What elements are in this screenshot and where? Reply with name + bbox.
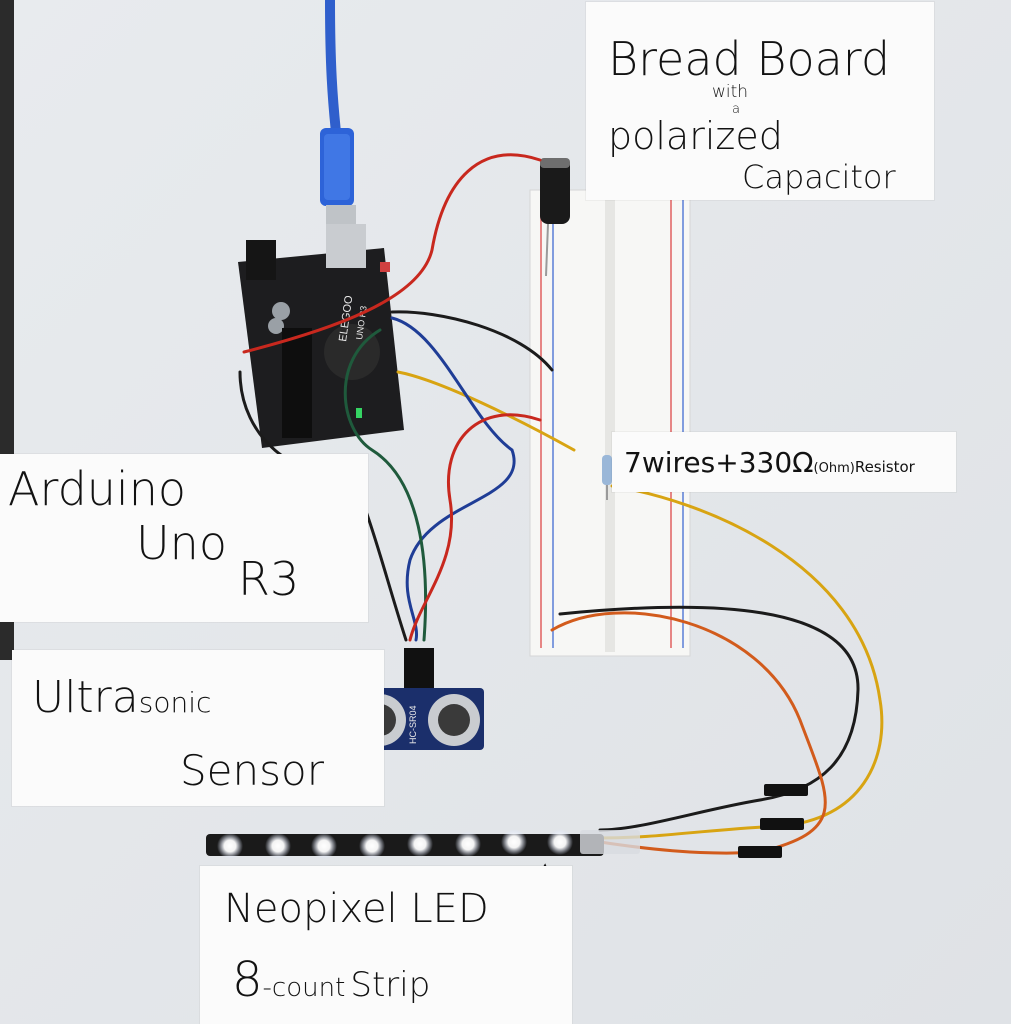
sensor-label-ultra: Ultra — [32, 672, 139, 723]
led-light — [311, 833, 337, 859]
breadboard-label-card — [586, 2, 934, 200]
wires-label-line: 7wires+330Ω(Ohm)Resistor — [624, 446, 915, 479]
led-strip-word: Strip — [350, 965, 431, 1005]
arduino-label-card — [0, 454, 368, 622]
led-light — [217, 833, 243, 859]
capacitor — [540, 158, 570, 277]
breadboard-label-with: with — [712, 82, 749, 102]
led-light — [359, 833, 385, 859]
led-count-number: 8 — [232, 952, 263, 1008]
arduino-label-line2: Uno — [136, 516, 227, 570]
led-light — [501, 829, 527, 855]
breadboard-label-polarized: polarized — [608, 114, 783, 158]
wires-count: 7wires — [624, 446, 716, 479]
wires-label-card — [612, 432, 956, 492]
led-label-line2: 8-count Strip — [232, 952, 430, 1008]
breadboard — [529, 189, 691, 657]
led-label-card — [200, 866, 572, 1024]
arduino-label-line1: Arduino — [8, 462, 187, 516]
breadboard-label-title: Bread Board — [608, 32, 891, 86]
sensor-label-card — [12, 650, 384, 806]
arduino-label-line3: R3 — [238, 552, 300, 606]
resistor-value: 330 — [738, 446, 793, 479]
led-light — [265, 833, 291, 859]
arduino-board — [238, 224, 404, 448]
breadboard-label-a: a — [732, 102, 740, 117]
sensor-part-number: HC-SR04 — [408, 705, 418, 744]
led-light — [407, 831, 433, 857]
wires-plus: + — [715, 446, 739, 479]
ohm-symbol: Ω — [792, 446, 814, 479]
resistor-word: Resistor — [854, 458, 915, 476]
sensor-label-sonic: sonic — [138, 686, 212, 719]
led-count-word: -count — [262, 973, 346, 1003]
resistor — [602, 455, 612, 500]
usb-cable — [320, 0, 356, 233]
led-strip-lights — [217, 829, 573, 859]
led-light — [547, 829, 573, 855]
sensor-label-line2: Sensor — [180, 746, 324, 795]
led-label-line1: Neopixel LED — [224, 886, 489, 932]
ohm-unit: (Ohm) — [813, 461, 855, 476]
wire-connectors — [738, 784, 808, 858]
sensor-label-line1: Ultrasonic — [32, 672, 211, 723]
led-light — [455, 831, 481, 857]
breadboard-label-capacitor: Capacitor — [742, 158, 896, 196]
